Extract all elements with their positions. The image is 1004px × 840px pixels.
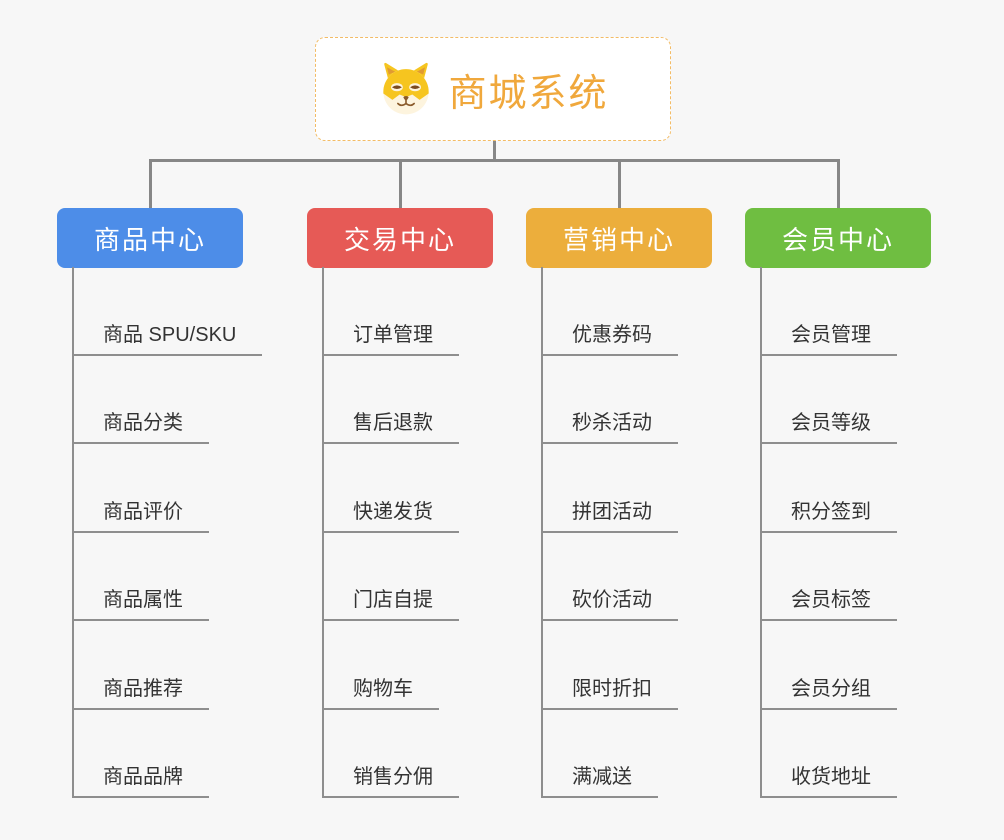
branch-node-3[interactable]: 营销中心 [526,208,712,268]
leaf-item: 门店自提 [322,533,459,621]
connector-drop-4 [837,159,840,209]
leaf-node-3-4[interactable]: 砍价活动 [541,583,678,621]
leaf-node-1-2[interactable]: 商品分类 [72,406,209,444]
leaf-group: 商品 SPU/SKU 商品分类商品评价商品属性商品推荐商品品牌 [72,267,263,798]
leaf-item: 优惠券码 [541,267,678,356]
leaf-item: 商品评价 [72,444,262,533]
connector-root-trunk [493,140,496,161]
leaf-item: 商品分类 [72,356,262,444]
leaf-item: 会员等级 [760,356,897,444]
connector-drop-2 [399,159,402,209]
leaf-item: 收货地址 [760,710,897,798]
leaf-item: 秒杀活动 [541,356,678,444]
leaf-item: 会员标签 [760,533,897,621]
connector-drop-1 [149,159,152,209]
leaf-node-3-3[interactable]: 拼团活动 [541,495,678,533]
root-title: 商城系统 [448,72,609,115]
leaf-node-1-1[interactable]: 商品 SPU/SKU [72,318,263,356]
branch-column-2: 交易中心 订单管理售后退款快递发货门店自提购物车销售分佣 [307,208,493,798]
leaf-item: 订单管理 [322,267,459,356]
branch-node-2[interactable]: 交易中心 [307,208,493,268]
branch-column-3: 营销中心 优惠券码秒杀活动拼团活动砍价活动限时折扣满减送 [526,208,712,798]
leaf-node-3-1[interactable]: 优惠券码 [541,318,678,356]
leaf-node-3-6[interactable]: 满减送 [541,760,658,798]
branch-node-1[interactable]: 商品中心 [57,208,243,268]
leaf-group: 订单管理售后退款快递发货门店自提购物车销售分佣 [322,267,459,798]
leaf-node-4-6[interactable]: 收货地址 [760,760,897,798]
branch-column-4: 会员中心 会员管理会员等级积分签到会员标签会员分组收货地址 [745,208,931,798]
leaf-item: 拼团活动 [541,444,678,533]
leaf-item: 积分签到 [760,444,897,533]
leaf-node-2-6[interactable]: 销售分佣 [322,760,459,798]
leaf-item: 购物车 [322,621,459,710]
leaf-node-2-2[interactable]: 售后退款 [322,406,459,444]
branch-column-1: 商品中心 商品 SPU/SKU 商品分类商品评价商品属性商品推荐商品品牌 [57,208,263,798]
leaf-node-4-1[interactable]: 会员管理 [760,318,897,356]
leaf-item: 商品 SPU/SKU [72,267,263,356]
leaf-node-2-1[interactable]: 订单管理 [322,318,459,356]
leaf-item: 砍价活动 [541,533,678,621]
root-node[interactable]: 商城系统 [315,37,671,141]
leaf-item: 销售分佣 [322,710,459,798]
leaf-item: 商品推荐 [72,621,262,710]
leaf-group: 会员管理会员等级积分签到会员标签会员分组收货地址 [760,267,897,798]
leaf-node-4-5[interactable]: 会员分组 [760,672,897,710]
leaf-node-1-5[interactable]: 商品推荐 [72,672,209,710]
leaf-item: 会员管理 [760,267,897,356]
leaf-node-2-5[interactable]: 购物车 [322,672,439,710]
leaf-item: 售后退款 [322,356,459,444]
leaf-item: 限时折扣 [541,621,678,710]
branch-node-4[interactable]: 会员中心 [745,208,931,268]
leaf-node-2-3[interactable]: 快递发货 [322,495,459,533]
leaf-node-1-3[interactable]: 商品评价 [72,495,209,533]
connector-drop-3 [618,159,621,209]
leaf-node-1-6[interactable]: 商品品牌 [72,760,209,798]
dog-face-icon [383,62,430,115]
leaf-node-1-4[interactable]: 商品属性 [72,583,209,621]
leaf-node-3-2[interactable]: 秒杀活动 [541,406,678,444]
leaf-node-4-2[interactable]: 会员等级 [760,406,897,444]
leaf-node-4-4[interactable]: 会员标签 [760,583,897,621]
leaf-item: 快递发货 [322,444,459,533]
leaf-node-4-3[interactable]: 积分签到 [760,495,897,533]
leaf-group: 优惠券码秒杀活动拼团活动砍价活动限时折扣满减送 [541,267,678,798]
leaf-item: 满减送 [541,710,678,798]
leaf-item: 商品品牌 [72,710,262,798]
leaf-item: 会员分组 [760,621,897,710]
leaf-node-3-5[interactable]: 限时折扣 [541,672,678,710]
connector-horizontal-bar [149,159,840,162]
leaf-node-2-4[interactable]: 门店自提 [322,583,459,621]
leaf-item: 商品属性 [72,533,262,621]
